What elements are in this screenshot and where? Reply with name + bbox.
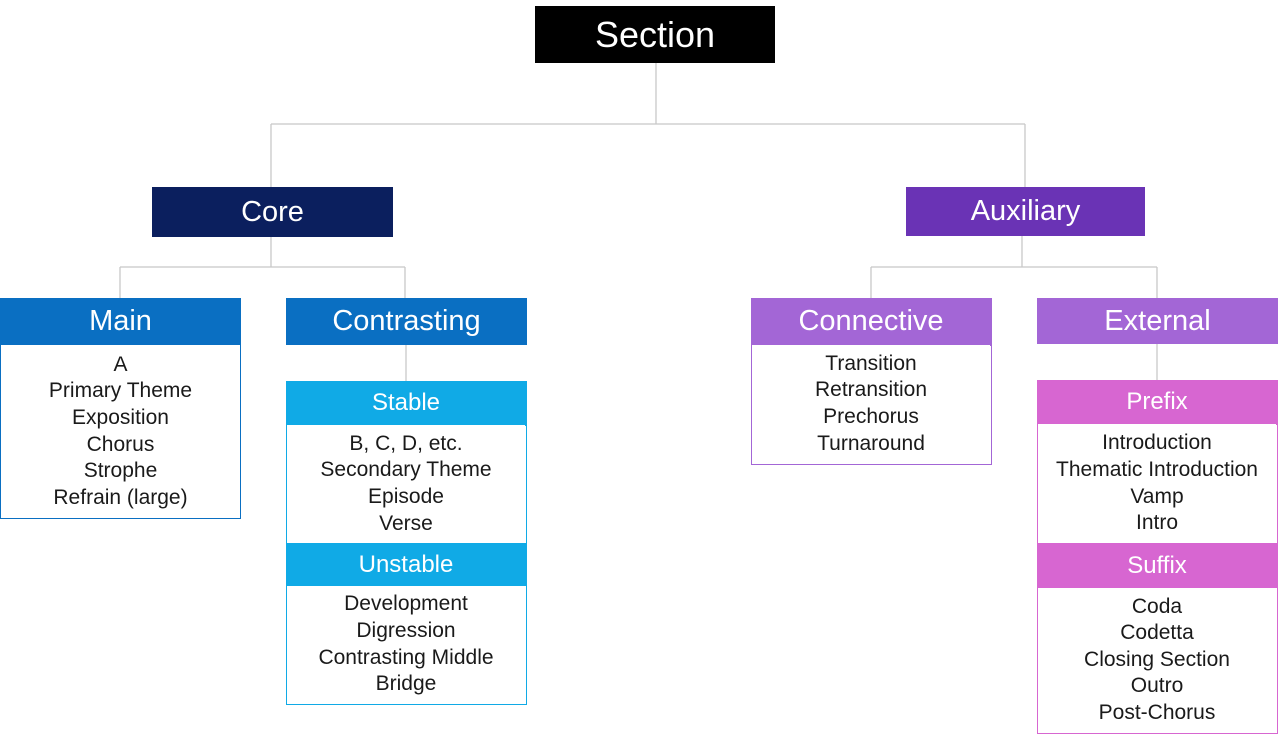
suffix-label: Suffix	[1127, 551, 1187, 579]
list-item: Digression	[356, 618, 456, 642]
suffix-header: Suffix	[1036, 543, 1278, 588]
list-item: Outro	[1130, 674, 1184, 698]
list-item: Verse	[379, 511, 433, 535]
list-item: Transition	[825, 351, 917, 375]
stable-items-box: B, C, D, etc. Secondary Theme Episode Ve…	[287, 425, 525, 543]
auxiliary-label: Auxiliary	[970, 195, 1081, 227]
prefix-items-box: Introduction Thematic Introduction Vamp …	[1038, 424, 1276, 543]
list-item: A	[113, 352, 128, 376]
contrasting-subtypes: Stable B, C, D, etc. Secondary Theme Epi…	[285, 380, 527, 705]
connective-label: Connective	[798, 305, 944, 337]
section-root-node: Section	[535, 6, 775, 63]
list-item: Episode	[368, 485, 444, 508]
list-item: Coda	[1131, 594, 1183, 618]
list-item: Turnaround	[817, 431, 925, 455]
list-item: Exposition	[72, 405, 169, 429]
connective-header: Connective	[750, 297, 992, 346]
connector-root-to-children	[270, 62, 1026, 187]
list-item: Development	[344, 592, 468, 616]
connector-auxiliary-to-children	[870, 236, 1158, 298]
suffix-items-box: Coda Codetta Closing Section Outro Post-…	[1038, 588, 1276, 732]
connective-items-box: Transition Retransition Prechorus Turnar…	[752, 345, 990, 463]
contrasting-label: Contrasting	[332, 305, 481, 337]
stable-header: Stable	[285, 380, 527, 426]
main-node: Main A Primary Theme Exposition Chorus S…	[0, 298, 241, 519]
prefix-label: Prefix	[1126, 388, 1188, 415]
contrasting-node: Contrasting	[286, 298, 527, 345]
list-item: Secondary Theme	[320, 458, 492, 482]
list-item: Vamp	[1130, 484, 1184, 508]
list-item: B, C, D, etc.	[349, 431, 463, 455]
connective-node: Connective Transition Retransition Prech…	[750, 297, 992, 465]
main-label: Main	[89, 305, 152, 337]
unstable-header: Unstable	[285, 543, 527, 586]
list-item: Strophe	[83, 459, 158, 483]
list-item: Retransition	[814, 378, 928, 402]
list-item: Prechorus	[823, 405, 919, 428]
list-item: Post-Chorus	[1098, 700, 1216, 724]
main-items-box: A Primary Theme Exposition Chorus Stroph…	[0, 345, 241, 519]
prefix-header: Prefix	[1036, 379, 1278, 425]
list-item: Thematic Introduction	[1056, 457, 1258, 481]
connector-core-to-children	[119, 237, 406, 298]
core-node: Core	[152, 187, 393, 237]
unstable-label: Unstable	[358, 550, 454, 578]
list-item: Introduction	[1102, 431, 1212, 455]
external-subtypes: Prefix Introduction Thematic Introductio…	[1036, 379, 1278, 734]
list-item: Codetta	[1120, 621, 1194, 645]
list-item: Refrain (large)	[53, 485, 188, 509]
external-node: External	[1037, 298, 1278, 344]
list-item: Primary Theme	[48, 379, 193, 403]
list-item: Chorus	[86, 432, 155, 456]
list-item: Bridge	[375, 672, 437, 696]
section-root-label: Section	[594, 13, 716, 55]
list-item: Contrasting Middle	[318, 645, 494, 669]
unstable-items-box: Development Digression Contrasting Middl…	[287, 586, 525, 703]
auxiliary-node: Auxiliary	[906, 187, 1145, 236]
stable-label: Stable	[371, 389, 441, 416]
list-item: Closing Section	[1084, 647, 1230, 671]
main-header: Main	[0, 298, 241, 345]
core-label: Core	[241, 195, 304, 228]
list-item: Intro	[1135, 511, 1179, 535]
external-label: External	[1104, 304, 1211, 337]
